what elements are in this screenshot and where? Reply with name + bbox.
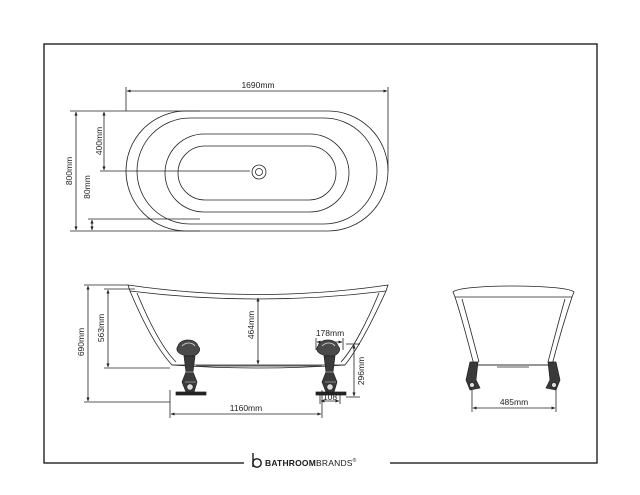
end-foot-right-icon (545, 361, 561, 391)
side-view (84, 284, 389, 418)
brand-name: BATHROOMBRANDS® (265, 457, 357, 468)
claw-foot-right-icon (315, 339, 347, 396)
dim-depth-label: 464mm (246, 311, 256, 339)
end-foot-left-icon (465, 361, 481, 391)
claw-foot-left-icon (175, 339, 207, 396)
dim-inner-width-label: 400mm (94, 127, 104, 155)
dim-base-width-label: 485mm (500, 397, 528, 407)
dim-foot-base-label: 108 (323, 392, 337, 402)
dim-offset-label: 80mm (82, 175, 92, 199)
brand-backdrop (244, 452, 390, 470)
brand-logo-icon (252, 453, 262, 468)
dim-foot-width-label: 178mm (316, 328, 344, 338)
tub-basin-outer (164, 133, 350, 213)
tub-side-rim (127, 284, 389, 300)
dim-base-length-label: 1160mm (230, 403, 262, 413)
tub-end-body (454, 296, 573, 366)
tub-end-rim (452, 285, 575, 298)
drain-icon (251, 164, 267, 180)
top-view (70, 87, 389, 232)
dim-total-height-label: 690mm (76, 328, 86, 356)
tub-basin-inner (177, 145, 337, 201)
dim-length-label: 1690mm (241, 80, 274, 90)
drain-inner-icon (255, 168, 263, 176)
end-view (452, 285, 575, 412)
tub-side-base (171, 364, 346, 369)
dim-outer-width-label: 800mm (64, 157, 74, 185)
tub-side-body (129, 290, 387, 366)
dim-rim-height-label: 563mm (96, 314, 106, 342)
dim-foot-height-label: 296mm (356, 357, 366, 385)
